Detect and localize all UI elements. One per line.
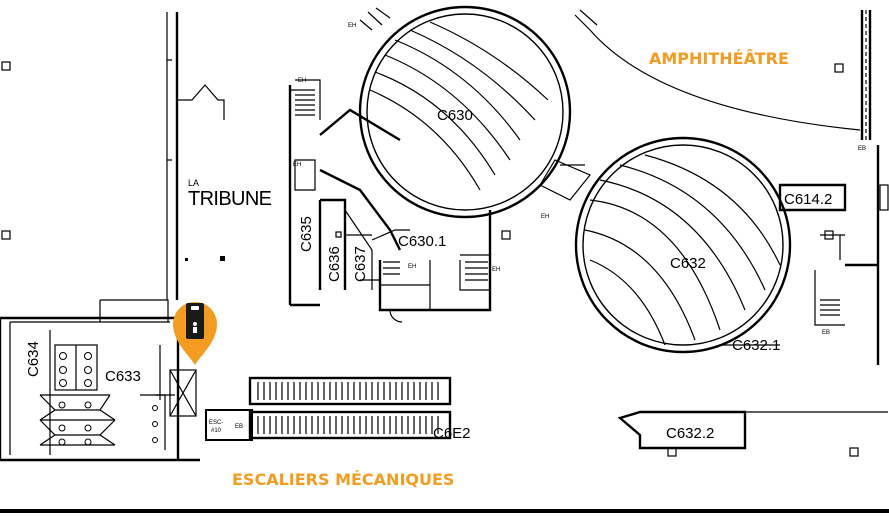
eb-marker: EB xyxy=(235,424,243,430)
elevator-pin[interactable] xyxy=(173,302,217,365)
room-c637-label: C637 xyxy=(352,246,369,282)
escalators-label: ESCALIERS MÉCANIQUES xyxy=(232,470,454,489)
room-c632-1-label: C632.1 xyxy=(732,337,780,354)
eb-marker: EB xyxy=(858,146,866,152)
tribune-label: TRIBUNE xyxy=(188,188,272,210)
esc-marker: ESC- xyxy=(209,420,223,426)
eh-marker: EH xyxy=(348,23,356,29)
eb-marker: EB xyxy=(822,330,830,336)
room-c632-label: C632 xyxy=(670,255,706,272)
eh-marker: EH xyxy=(298,78,306,84)
amphitheatre-arc xyxy=(574,9,872,140)
room-c630-label: C630 xyxy=(437,107,473,124)
eh-marker: EH xyxy=(541,214,549,220)
room-c636-label: C636 xyxy=(326,246,343,282)
room-c635-label: C635 xyxy=(298,216,315,252)
eh-marker: EH xyxy=(293,162,301,168)
auditorium-c630 xyxy=(358,5,572,219)
structural-columns xyxy=(1,61,859,457)
esc-number: #10 xyxy=(211,428,222,434)
auditorium-c632 xyxy=(539,136,792,354)
tribune-walls xyxy=(166,12,225,300)
right-rooms xyxy=(720,145,889,365)
room-c634-label: C634 xyxy=(25,341,42,377)
room-c633-label: C633 xyxy=(105,368,141,385)
room-c614-2-label: C614.2 xyxy=(784,191,832,208)
escalators xyxy=(205,376,452,441)
room-c630-1-label: C630.1 xyxy=(398,233,446,250)
room-c632-2-label: C632.2 xyxy=(666,425,714,442)
eh-marker: EH xyxy=(492,267,500,273)
room-c632-2-outline xyxy=(617,410,888,457)
amphitheatre-label: AMPHITHÉÂTRE xyxy=(649,49,789,68)
tribune-prefix-label: LA xyxy=(188,178,199,188)
eh-marker: EH xyxy=(408,264,416,270)
central-rooms xyxy=(288,79,492,323)
room-c6e2-label: C6E2 xyxy=(433,425,471,442)
elevator-icon xyxy=(186,303,204,339)
washroom-block xyxy=(0,299,200,462)
